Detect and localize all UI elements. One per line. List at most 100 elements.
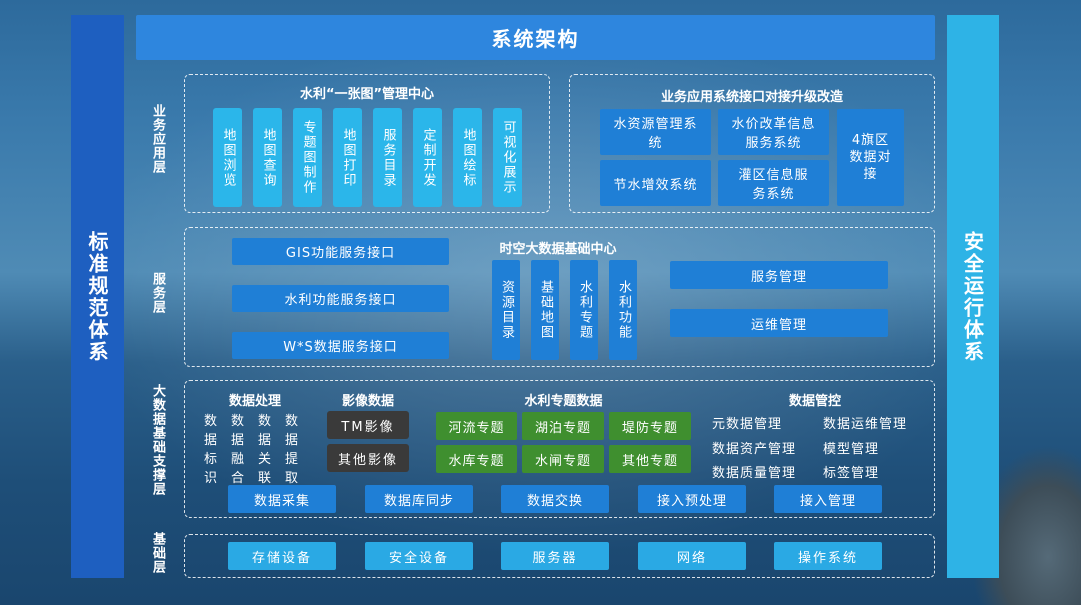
processing-char: 据 — [284, 433, 299, 448]
map-tool-label: 地图绘标 — [460, 127, 476, 188]
data-pipeline-button[interactable]: 接入管理 — [774, 485, 882, 513]
map-tool-label: 地图浏览 — [220, 127, 236, 188]
map-tool-tile[interactable]: 专题图制作 — [293, 108, 322, 207]
processing-char: 联 — [257, 471, 272, 486]
infrastructure-item[interactable]: 存储设备 — [228, 542, 336, 570]
map-tool-label: 可视化展示 — [500, 120, 516, 195]
layer-label-service: 服务层 — [150, 272, 165, 314]
control-item[interactable]: 数据资产管理 — [712, 442, 797, 457]
system-box[interactable]: 节水增效系统 — [600, 160, 711, 206]
standards-system-label: 标准规范体系 — [85, 230, 109, 363]
processing-char: 识 — [204, 471, 219, 486]
control-item[interactable]: 数据质量管理 — [712, 466, 797, 481]
control-item[interactable]: 模型管理 — [823, 442, 880, 457]
bigdata-layer-group — [184, 380, 935, 518]
system-box[interactable]: 灌区信息服务系统 — [718, 160, 829, 206]
processing-char: 数 — [230, 414, 245, 429]
base-layer-group — [184, 534, 935, 578]
interface-box[interactable]: 水利功能服务接口 — [232, 285, 449, 312]
thematic-item[interactable]: 湖泊专题 — [522, 412, 604, 440]
spatiotemporal-center-title: 时空大数据基础中心 — [499, 242, 617, 257]
infrastructure-item[interactable]: 操作系统 — [774, 542, 882, 570]
standards-system-panel: 标准规范体系 — [71, 15, 124, 578]
security-system-panel: 安全运行体系 — [947, 15, 999, 578]
processing-char: 数 — [257, 414, 272, 429]
processing-grid: 数 数 数 数 据 据 据 据 标 融 关 提 识 合 联 取 — [204, 410, 299, 486]
thematic-item[interactable]: 水库专题 — [436, 445, 517, 473]
processing-char: 融 — [230, 452, 245, 467]
infrastructure-item[interactable]: 安全设备 — [365, 542, 473, 570]
thematic-title: 水利专题数据 — [524, 394, 603, 409]
thematic-item[interactable]: 其他专题 — [609, 445, 691, 473]
processing-char: 数 — [284, 414, 299, 429]
processing-char: 取 — [284, 471, 299, 486]
ops-management-box[interactable]: 运维管理 — [670, 309, 888, 337]
map-tool-tile[interactable]: 地图打印 — [333, 108, 362, 207]
center-item-label: 水利专题 — [577, 280, 592, 340]
map-tool-tile[interactable]: 定制开发 — [413, 108, 442, 207]
processing-row: 识 合 联 取 — [204, 467, 299, 486]
processing-char: 提 — [284, 452, 299, 467]
service-layer-group — [184, 227, 935, 367]
processing-title: 数据处理 — [228, 394, 281, 409]
map-tool-tile[interactable]: 地图绘标 — [453, 108, 482, 207]
processing-row: 数 数 数 数 — [204, 410, 299, 429]
center-item[interactable]: 水利功能 — [609, 260, 637, 360]
processing-char: 数 — [204, 414, 219, 429]
map-center-title: 水利“一张图”管理中心 — [299, 87, 435, 102]
system-box[interactable]: 水价改革信息服务系统 — [718, 109, 829, 155]
processing-char: 据 — [230, 433, 245, 448]
security-system-label: 安全运行体系 — [960, 230, 985, 363]
center-item-label: 基础地图 — [538, 280, 553, 340]
center-item-label: 水利功能 — [616, 280, 631, 340]
processing-char: 据 — [204, 433, 219, 448]
map-center-group — [184, 74, 550, 213]
data-pipeline-button[interactable]: 数据交换 — [501, 485, 609, 513]
layer-label-bigdata: 大数据基础支撑层 — [150, 384, 165, 496]
system-box[interactable]: 水资源管理系统 — [600, 109, 711, 155]
processing-row: 标 融 关 提 — [204, 448, 299, 467]
processing-row: 据 据 据 据 — [204, 429, 299, 448]
data-pipeline-button[interactable]: 接入预处理 — [638, 485, 746, 513]
control-item[interactable]: 元数据管理 — [712, 417, 783, 432]
layer-label-business: 业务应用层 — [150, 104, 165, 174]
service-management-box[interactable]: 服务管理 — [670, 261, 888, 289]
data-pipeline-button[interactable]: 数据库同步 — [365, 485, 473, 513]
thematic-item[interactable]: 水闸专题 — [522, 445, 604, 473]
upgrade-title: 业务应用系统接口对接升级改造 — [660, 90, 843, 105]
processing-char: 标 — [204, 452, 219, 467]
infrastructure-item[interactable]: 网络 — [638, 542, 746, 570]
map-tool-label: 服务目录 — [380, 127, 396, 188]
map-tool-tile[interactable]: 服务目录 — [373, 108, 402, 207]
layer-label-base: 基础层 — [150, 532, 165, 574]
center-item[interactable]: 基础地图 — [531, 260, 559, 360]
center-item[interactable]: 水利专题 — [570, 260, 598, 360]
interface-box[interactable]: GIS功能服务接口 — [232, 238, 449, 265]
center-item-label: 资源目录 — [499, 280, 514, 340]
map-tool-label: 地图打印 — [340, 127, 356, 188]
map-tool-label: 定制开发 — [420, 127, 436, 188]
map-tool-label: 地图查询 — [260, 127, 276, 188]
interface-box[interactable]: W*S数据服务接口 — [232, 332, 449, 359]
control-item[interactable]: 数据运维管理 — [823, 417, 908, 432]
thematic-item[interactable]: 河流专题 — [436, 412, 517, 440]
map-tool-tile[interactable]: 地图查询 — [253, 108, 282, 207]
processing-char: 关 — [257, 452, 272, 467]
imagery-title: 影像数据 — [341, 394, 394, 409]
processing-char: 合 — [230, 471, 245, 486]
page-title: 系统架构 — [136, 15, 935, 60]
thematic-item[interactable]: 堤防专题 — [609, 412, 691, 440]
map-tool-tile[interactable]: 地图浏览 — [213, 108, 242, 207]
infrastructure-item[interactable]: 服务器 — [501, 542, 609, 570]
control-title: 数据管控 — [788, 394, 841, 409]
map-tool-tile[interactable]: 可视化展示 — [493, 108, 522, 207]
imagery-item[interactable]: TM影像 — [327, 411, 409, 439]
processing-char: 据 — [257, 433, 272, 448]
center-item[interactable]: 资源目录 — [492, 260, 520, 360]
banner-data-box[interactable]: 4旗区数据对接 — [837, 109, 904, 206]
upgrade-group — [569, 74, 935, 213]
control-item[interactable]: 标签管理 — [823, 466, 880, 481]
map-tool-label: 专题图制作 — [300, 120, 316, 195]
data-pipeline-button[interactable]: 数据采集 — [228, 485, 336, 513]
imagery-item[interactable]: 其他影像 — [327, 444, 409, 472]
